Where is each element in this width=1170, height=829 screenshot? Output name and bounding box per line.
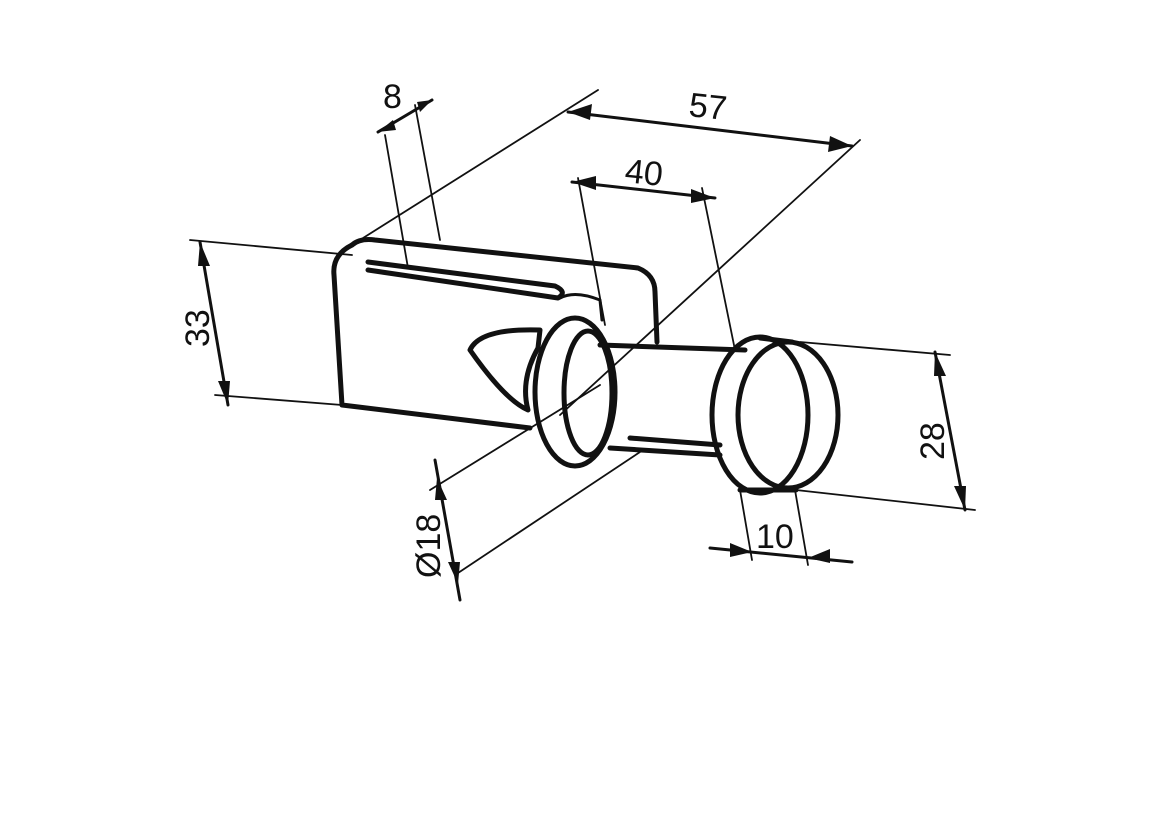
shaft-bottom-edge	[607, 445, 723, 458]
dim-label-10: 10	[756, 518, 794, 556]
shaft-top-edge	[597, 342, 748, 353]
block-top-groove	[365, 259, 565, 301]
dim-label-28: 28	[914, 422, 952, 460]
block-wedge	[467, 327, 543, 413]
part-outline	[331, 237, 841, 496]
dim-label-57: 57	[687, 86, 729, 128]
knob-outer	[709, 334, 811, 496]
dim-label-8: 8	[383, 78, 402, 116]
dim-label-diameter-18: Ø18	[410, 514, 448, 578]
dim-label-33: 33	[179, 309, 217, 347]
knob-face	[735, 339, 841, 491]
block-front-face	[331, 242, 533, 431]
dimension-lines	[189, 89, 976, 602]
dimension-labels: 8 57 40 33 28 Ø18 10	[179, 78, 952, 578]
dim-label-40: 40	[623, 152, 665, 194]
flange-outer-ring	[532, 315, 618, 469]
shaft-bottom-shadow	[627, 435, 723, 448]
flange-inner-ring	[561, 328, 615, 458]
block-inner-edge	[558, 293, 604, 322]
knob-top-edge	[757, 335, 795, 345]
